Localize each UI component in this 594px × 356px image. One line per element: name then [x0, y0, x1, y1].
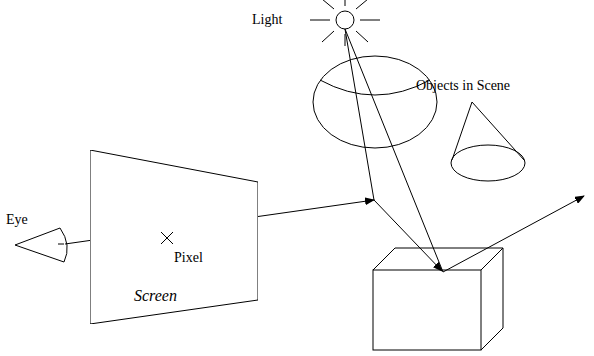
pixel-label: Pixel: [174, 250, 203, 266]
light-bulb: [336, 11, 354, 29]
ellipsoid-curve: [320, 80, 430, 95]
reflected-ray: [374, 200, 442, 271]
ellipsoid-object: [313, 56, 437, 148]
box-object: [373, 248, 503, 350]
eye-label: Eye: [6, 212, 28, 228]
eye-shape: [15, 228, 67, 262]
shadow-ray: [345, 29, 443, 272]
pixel-mark: [161, 232, 173, 244]
cone-side: [452, 102, 472, 160]
cone-side: [472, 102, 524, 160]
reflected-ray: [443, 196, 584, 272]
shadow-ray: [345, 29, 374, 200]
pixel-mark: [161, 232, 173, 244]
screen-label: Screen: [134, 288, 177, 304]
light-label: Light: [252, 12, 282, 28]
cone-base: [451, 145, 525, 181]
objects-label: Objects in Scene: [416, 78, 510, 94]
light-rays: [310, 0, 380, 46]
screen-plane: PixelScreen: [90, 150, 258, 324]
eye-pupil: [58, 244, 64, 245]
